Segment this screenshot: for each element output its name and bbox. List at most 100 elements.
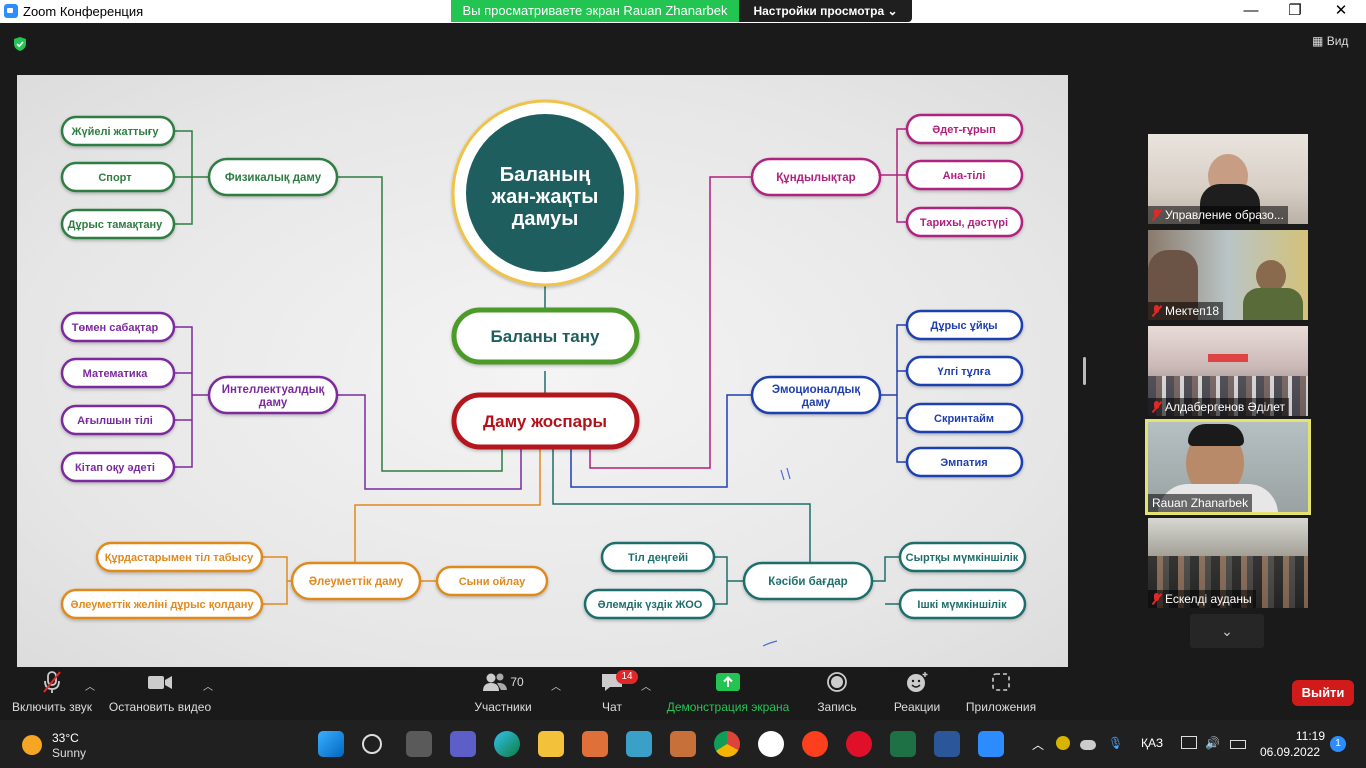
clock-date[interactable]: 06.09.2022 bbox=[1260, 745, 1321, 759]
video-options-caret-icon[interactable]: ︿ bbox=[203, 682, 213, 693]
physical-title: Физикалық даму bbox=[225, 172, 322, 184]
participant-tile[interactable]: Мектеп18 bbox=[1148, 230, 1308, 320]
search-icon[interactable] bbox=[362, 734, 382, 754]
scroll-participants-down-button[interactable]: ⌄ bbox=[1190, 614, 1264, 648]
word-icon[interactable] bbox=[934, 731, 960, 757]
emotional-item: Скринтайм bbox=[934, 413, 994, 425]
social-item: Сыни ойлау bbox=[459, 576, 526, 588]
notification-badge[interactable]: 1 bbox=[1330, 736, 1346, 752]
leave-meeting-button[interactable]: Выйти bbox=[1292, 680, 1354, 706]
participants-button[interactable]: 70 Участники bbox=[470, 668, 536, 720]
center-node: Баланың жан-жақты дамуы bbox=[451, 99, 639, 287]
network-icon[interactable] bbox=[1181, 736, 1197, 749]
microphone-in-use-icon[interactable]: 🎙 bbox=[1108, 736, 1124, 750]
participant-tile[interactable]: Ескелді ауданы bbox=[1148, 518, 1308, 608]
chat-options-caret-icon[interactable]: ︿ bbox=[641, 682, 651, 693]
apps-button[interactable]: Приложения bbox=[962, 668, 1040, 720]
participant-name: Алдабергенов Әділет bbox=[1165, 400, 1286, 414]
audio-options-caret-icon[interactable]: ︿ bbox=[85, 682, 95, 693]
resize-handle[interactable] bbox=[1083, 357, 1086, 385]
intellectual-item: Ағылшын тілі bbox=[77, 415, 153, 427]
view-button[interactable]: ▦ Вид bbox=[1312, 34, 1348, 48]
emotional-item: Эмпатия bbox=[940, 457, 987, 469]
career-item: Ішкі мүмкіншілік bbox=[917, 599, 1007, 611]
participant-name: Мектеп18 bbox=[1165, 304, 1220, 318]
career-item: Әлемдік үздік ЖОО bbox=[598, 599, 703, 611]
chat-unread-badge: 14 bbox=[616, 670, 638, 684]
chevron-down-icon: ⌄ bbox=[1221, 623, 1233, 639]
teams-chat-icon[interactable] bbox=[450, 731, 476, 757]
participant-tile[interactable]: Управление образо... bbox=[1148, 134, 1308, 224]
app-icon[interactable] bbox=[582, 731, 608, 757]
intellectual-title-1: Интеллектуалдық bbox=[222, 384, 325, 396]
show-hidden-icons-chevron-icon[interactable]: ︿ bbox=[1032, 738, 1045, 752]
muted-mic-icon bbox=[1152, 401, 1162, 413]
file-explorer-icon[interactable] bbox=[538, 731, 564, 757]
center-line-2: жан-жақты bbox=[491, 186, 599, 208]
participant-tile-active-speaker[interactable]: Rauan Zhanarbek bbox=[1145, 419, 1311, 515]
share-screen-label: Демонстрация экрана bbox=[666, 700, 790, 714]
mind-map: Баланың жан-жақты дамуы Баланы тану Даму… bbox=[60, 99, 1027, 647]
security-shield-icon[interactable] bbox=[12, 36, 28, 52]
participant-name: Управление образо... bbox=[1165, 208, 1284, 222]
battery-icon[interactable] bbox=[1230, 740, 1246, 749]
participant-name-tag: Rauan Zhanarbek bbox=[1148, 494, 1253, 512]
chrome-browser-icon[interactable] bbox=[714, 731, 740, 757]
weather-condition[interactable]: Sunny bbox=[52, 746, 87, 760]
reactions-label: Реакции bbox=[893, 700, 941, 714]
plan-label: Даму жоспары bbox=[483, 412, 607, 431]
values-item: Әдет-ғұрып bbox=[932, 124, 995, 136]
opera-browser-icon[interactable] bbox=[846, 731, 872, 757]
yandex-browser-icon[interactable] bbox=[758, 731, 784, 757]
reactions-button[interactable]: Реакции bbox=[890, 668, 944, 720]
emotional-item: Үлгі тұлға bbox=[938, 366, 992, 378]
stop-video-label: Остановить видео bbox=[108, 700, 212, 714]
view-button-label: Вид bbox=[1326, 34, 1349, 48]
participants-options-caret-icon[interactable]: ︿ bbox=[551, 682, 561, 693]
edge-browser-icon[interactable] bbox=[494, 731, 520, 757]
yandex-icon[interactable] bbox=[802, 731, 828, 757]
windows-start-icon[interactable] bbox=[318, 731, 344, 757]
share-screen-button[interactable]: Демонстрация экрана bbox=[664, 668, 792, 720]
emotional-title-2: даму bbox=[802, 397, 831, 409]
smiley-icon bbox=[907, 672, 928, 692]
chat-label: Чат bbox=[602, 700, 622, 714]
view-settings-button[interactable]: Настройки просмотра ⌄ bbox=[739, 0, 912, 22]
record-label: Запись bbox=[817, 700, 857, 714]
close-button[interactable]: ✕ bbox=[1334, 2, 1348, 19]
minimize-button[interactable]: — bbox=[1243, 2, 1259, 19]
participant-name-tag: Ескелді ауданы bbox=[1148, 590, 1256, 608]
muted-microphone-icon bbox=[43, 671, 61, 693]
zoom-taskbar-icon[interactable] bbox=[978, 731, 1004, 757]
apps-label: Приложения bbox=[965, 700, 1037, 714]
input-language[interactable]: ҚАЗ bbox=[1141, 736, 1164, 750]
career-item: Тіл деңгейі bbox=[628, 552, 688, 564]
excel-icon[interactable] bbox=[890, 731, 916, 757]
intellectual-item: Кітап оқу әдеті bbox=[75, 462, 155, 474]
muted-mic-icon bbox=[1152, 209, 1162, 221]
stop-video-button[interactable]: Остановить видео bbox=[107, 668, 213, 720]
record-button[interactable]: Запись bbox=[812, 668, 862, 720]
career-title: Кәсіби бағдар bbox=[768, 576, 847, 588]
emotional-item: Дұрыс ұйқы bbox=[930, 320, 997, 332]
participant-tile[interactable]: Алдабергенов Әділет bbox=[1148, 326, 1308, 416]
unmute-button[interactable]: Включить звук bbox=[8, 668, 96, 720]
know-child-node: Баланы тану bbox=[451, 307, 640, 365]
participant-name-tag: Алдабергенов Әділет bbox=[1148, 398, 1290, 416]
sun-weather-icon[interactable] bbox=[22, 735, 42, 755]
share-screen-icon bbox=[716, 673, 740, 691]
restore-button[interactable]: ❐ bbox=[1288, 2, 1302, 19]
participant-name-tag: Управление образо... bbox=[1148, 206, 1288, 224]
physical-item: Спорт bbox=[98, 172, 132, 184]
onedrive-cloud-icon[interactable] bbox=[1080, 740, 1096, 750]
tray-app-icon[interactable] bbox=[1056, 736, 1070, 750]
weather-temperature[interactable]: 33°C bbox=[52, 731, 79, 745]
social-item: Құрдастарымен тіл табысу bbox=[105, 552, 254, 564]
emotional-title-1: Эмоционалдық bbox=[772, 384, 860, 396]
volume-icon[interactable]: 🔊 bbox=[1205, 736, 1220, 750]
app-icon[interactable] bbox=[670, 731, 696, 757]
task-view-icon[interactable] bbox=[406, 731, 432, 757]
paint-app-icon[interactable] bbox=[626, 731, 652, 757]
clock-time[interactable]: 11:19 bbox=[1295, 729, 1325, 743]
participants-icon bbox=[483, 673, 508, 691]
